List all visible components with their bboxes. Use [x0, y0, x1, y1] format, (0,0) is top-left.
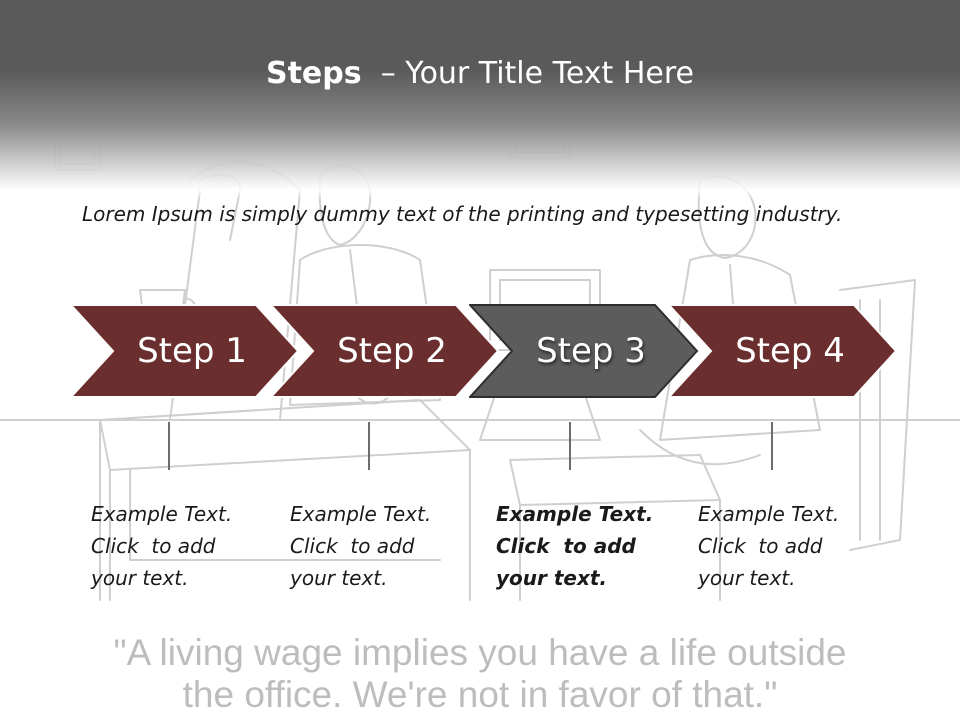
note-line: Click to add: [698, 534, 823, 558]
step-4-connector-line: [771, 422, 773, 470]
note-line: Click to add: [91, 534, 216, 558]
note-line: Example Text.: [91, 502, 233, 526]
note-line: Click to add: [496, 534, 636, 558]
note-line: Click to add: [290, 534, 415, 558]
slide-title[interactable]: Steps – Your Title Text Here: [0, 54, 960, 94]
intro-paragraph[interactable]: Lorem Ipsum is simply dummy text of the …: [82, 202, 843, 226]
note-line: Example Text.: [496, 502, 654, 526]
note-line: Example Text.: [290, 502, 432, 526]
title-bold-word: Steps: [265, 56, 362, 91]
chevron-arrow-shape: [469, 304, 699, 398]
step-2-text-box[interactable]: Example Text. Click to add your text.: [290, 498, 470, 594]
step-1-text-box[interactable]: Example Text. Click to add your text.: [91, 498, 271, 594]
note-line: your text.: [91, 566, 189, 590]
step-1-chevron[interactable]: Step 1: [70, 304, 300, 398]
step-4-text-box[interactable]: Example Text. Click to add your text.: [698, 498, 878, 594]
step-3-text-box[interactable]: Example Text. Click to add your text.: [496, 498, 676, 594]
caption-line: the office. We're not in favor of that.": [182, 674, 778, 715]
step-4-chevron[interactable]: Step 4: [668, 304, 898, 398]
step-3-connector-line: [569, 422, 571, 470]
title-bar: [0, 0, 960, 200]
step-2-label: Step 2: [337, 331, 447, 371]
note-line: your text.: [290, 566, 388, 590]
note-line: your text.: [698, 566, 796, 590]
step-3-chevron[interactable]: Step 3: [469, 304, 699, 398]
caption-line: "A living wage implies you have a life o…: [113, 632, 847, 673]
title-text: – Your Title Text Here: [380, 56, 694, 91]
note-line: Example Text.: [698, 502, 840, 526]
chevron-arrow-shape: [70, 304, 300, 398]
chevron-arrow-shape: [668, 304, 898, 398]
step-3-label: Step 3: [536, 331, 646, 371]
chevron-arrow-shape: [270, 304, 500, 398]
step-2-chevron[interactable]: Step 2: [270, 304, 500, 398]
note-line: your text.: [496, 566, 608, 590]
step-4-label: Step 4: [735, 331, 845, 371]
step-1-connector-line: [168, 422, 170, 470]
step-1-label: Step 1: [137, 331, 247, 371]
cartoon-caption: "A living wage implies you have a life o…: [0, 632, 960, 716]
step-2-connector-line: [368, 422, 370, 470]
